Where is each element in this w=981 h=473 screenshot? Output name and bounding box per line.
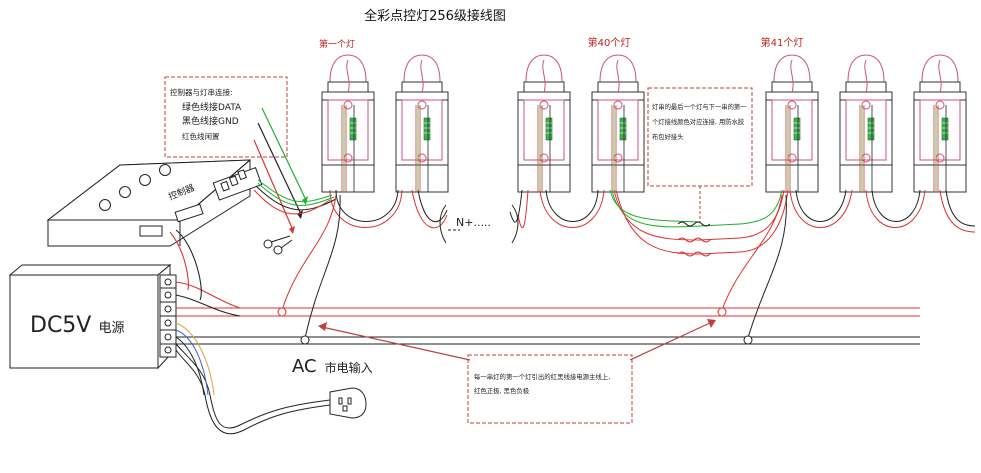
controller-note-line3: 红色线闲置 bbox=[182, 131, 220, 141]
bulb-40-module bbox=[591, 54, 645, 193]
controller-output-wires bbox=[253, 179, 337, 215]
bulb-label-first: 第一个灯 bbox=[319, 38, 355, 50]
ac-colored-wires bbox=[175, 322, 215, 396]
bottom-note-line1: 每一串灯的第一个灯引出的红黑线接电源主线上, bbox=[474, 372, 610, 381]
controller-unit bbox=[46, 159, 263, 247]
controller-note-line1: 绿色线接DATA bbox=[182, 101, 242, 113]
junction-note-line1: 灯串的最后一个灯与下一串的第一 bbox=[652, 102, 747, 111]
scissors-icon bbox=[263, 235, 293, 255]
diagram-title: 全彩点控灯256级接线图 bbox=[364, 8, 506, 24]
bulb-43-module bbox=[913, 54, 967, 193]
bulb-41-module bbox=[765, 54, 819, 193]
bulb-label-41: 第41个灯 bbox=[761, 36, 804, 49]
main-power-lines bbox=[169, 229, 920, 345]
bulb-42-module bbox=[839, 54, 893, 193]
junction-note-line3: 布包好接头 bbox=[652, 132, 683, 141]
bottom-note-line2: 红色正极, 黑色负极 bbox=[474, 386, 530, 395]
loop-wires bbox=[329, 189, 976, 233]
ac-input-label: AC 市电输入 bbox=[292, 356, 373, 377]
bottom-note-arrows bbox=[318, 319, 716, 361]
junction-note-line2: 个灯接线颜色对应连接, 用防水胶 bbox=[652, 117, 745, 126]
connection-points bbox=[277, 307, 753, 345]
controller-note-title: 控制器与灯串连接: bbox=[170, 87, 233, 97]
power-supply-label: DC5V 电源 bbox=[30, 313, 124, 338]
ac-plug-icon bbox=[329, 387, 367, 419]
bulb-2-module bbox=[395, 54, 449, 193]
ac-input-suffix: 市电输入 bbox=[325, 360, 373, 375]
bulb-label-40: 第40个灯 bbox=[588, 36, 631, 49]
power-supply-suffix: 电源 bbox=[98, 321, 124, 336]
ac-input-main: AC bbox=[292, 356, 317, 377]
bulb-modules bbox=[321, 54, 967, 193]
bottom-note-box bbox=[467, 354, 633, 424]
controller-note-line2: 黑色线接GND bbox=[182, 115, 239, 127]
chain-continuation-note: N+..... bbox=[456, 216, 491, 229]
bulb-1-module bbox=[321, 54, 375, 193]
junction-wires bbox=[609, 189, 789, 257]
power-supply-unit bbox=[8, 263, 172, 370]
controller-note-box bbox=[164, 76, 288, 158]
feed-wires bbox=[281, 194, 787, 339]
power-supply-voltage: DC5V bbox=[30, 313, 91, 338]
bulb-39-module bbox=[517, 54, 571, 193]
note-arrows bbox=[253, 107, 308, 234]
power-terminal-block bbox=[159, 274, 177, 358]
chain-gap-bracket bbox=[439, 204, 519, 244]
